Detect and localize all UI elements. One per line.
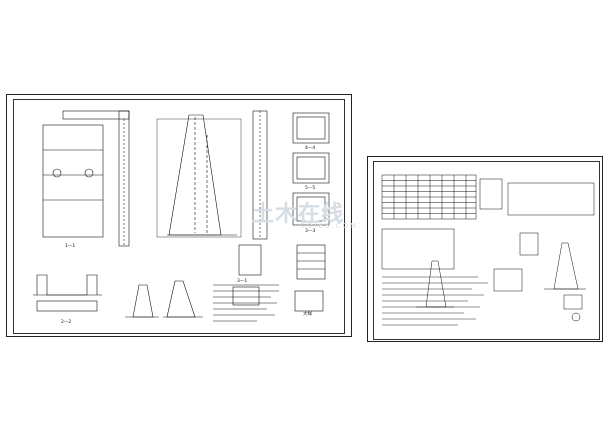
- data-table: [381, 228, 455, 270]
- drain-hole: [84, 168, 94, 178]
- detail-box: [493, 268, 523, 292]
- foundation-slab: [36, 300, 98, 312]
- detail-box: [292, 192, 330, 226]
- wall-elevation-outline: [42, 124, 104, 238]
- detail-box: [294, 290, 324, 312]
- sheet-inner-frame: [13, 99, 345, 334]
- section-label: 3—3: [305, 229, 316, 234]
- watermark-sub: COI88.COM: [300, 222, 359, 230]
- section-label: 2—2: [61, 320, 72, 325]
- wall-section-2: [132, 284, 154, 318]
- detail-box: [292, 112, 330, 144]
- wall-section-strip: [118, 110, 130, 247]
- section-label: 3—1: [237, 279, 248, 284]
- left-sheet-linework: [33, 110, 330, 322]
- small-plan: [238, 244, 262, 276]
- section-label: 5—5: [305, 186, 316, 191]
- drain-hole: [52, 168, 62, 178]
- drawing-sheet-left: 1—1 2—2 3—3 4—4 5—5 大样 3—1: [6, 94, 352, 337]
- drawing-sheet-right: [367, 156, 603, 342]
- section-label: 1—1: [65, 244, 76, 249]
- detail-table: [296, 244, 326, 280]
- section-label: 大样: [303, 312, 312, 317]
- section-label: 4—4: [305, 146, 316, 151]
- wall-section: [553, 242, 579, 290]
- right-sheet-linework: [381, 174, 595, 326]
- data-table: [507, 182, 595, 216]
- detail-box: [479, 178, 503, 210]
- sheet-inner-frame: [373, 161, 600, 340]
- wall-section: [425, 260, 447, 308]
- detail-box: [292, 152, 330, 184]
- detail-box: [519, 232, 539, 256]
